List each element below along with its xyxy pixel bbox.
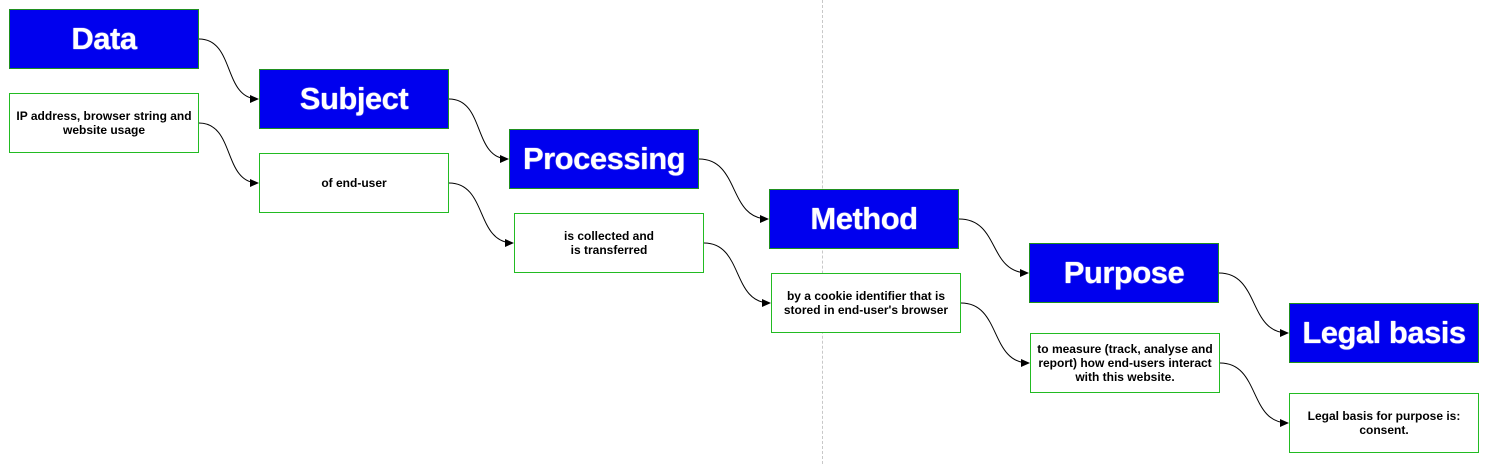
purpose-description: to measure (track, analyse and report) h… <box>1037 342 1213 384</box>
data-description: IP address, browser string and website u… <box>16 109 192 137</box>
data-heading-box: Data <box>9 9 199 69</box>
processing-description: is collected and is transferred <box>563 229 655 257</box>
connector-arrow-heading-5-to-6 <box>1218 272 1289 337</box>
connector-arrow-description-5-to-6 <box>1219 362 1289 427</box>
legal-basis-description: Legal basis for purpose is: consent. <box>1307 409 1461 437</box>
connector-arrow-description-1-to-2 <box>198 122 259 187</box>
processing-description-box: is collected and is transferred <box>514 213 704 273</box>
purpose-description-box: to measure (track, analyse and report) h… <box>1030 333 1220 393</box>
processing-heading-box: Processing <box>509 129 699 189</box>
connector-arrow-description-4-to-5 <box>960 302 1030 367</box>
legal-basis-heading: Legal basis <box>1302 315 1466 350</box>
subject-description: of end-user <box>321 176 387 190</box>
data-heading: Data <box>71 21 137 56</box>
purpose-heading-box: Purpose <box>1029 243 1219 303</box>
subject-heading: Subject <box>299 81 409 116</box>
connector-arrow-description-2-to-3 <box>448 182 514 247</box>
connector-arrow-heading-3-to-4 <box>698 158 769 223</box>
subject-heading-box: Subject <box>259 69 449 129</box>
method-description: by a cookie identifier that is stored in… <box>783 289 949 317</box>
method-heading-box: Method <box>769 189 959 249</box>
connector-arrow-heading-4-to-5 <box>958 218 1029 277</box>
legal-basis-description-box: Legal basis for purpose is: consent. <box>1289 393 1479 453</box>
method-description-box: by a cookie identifier that is stored in… <box>771 273 961 333</box>
processing-heading: Processing <box>522 141 686 176</box>
data-description-box: IP address, browser string and website u… <box>9 93 199 153</box>
connector-arrow-heading-1-to-2 <box>198 38 259 103</box>
connector-arrow-description-3-to-4 <box>703 242 771 307</box>
purpose-heading: Purpose <box>1063 255 1185 290</box>
subject-description-box: of end-user <box>259 153 449 213</box>
connector-arrow-heading-2-to-3 <box>448 98 509 163</box>
legal-basis-heading-box: Legal basis <box>1289 303 1479 363</box>
method-heading: Method <box>810 201 918 236</box>
